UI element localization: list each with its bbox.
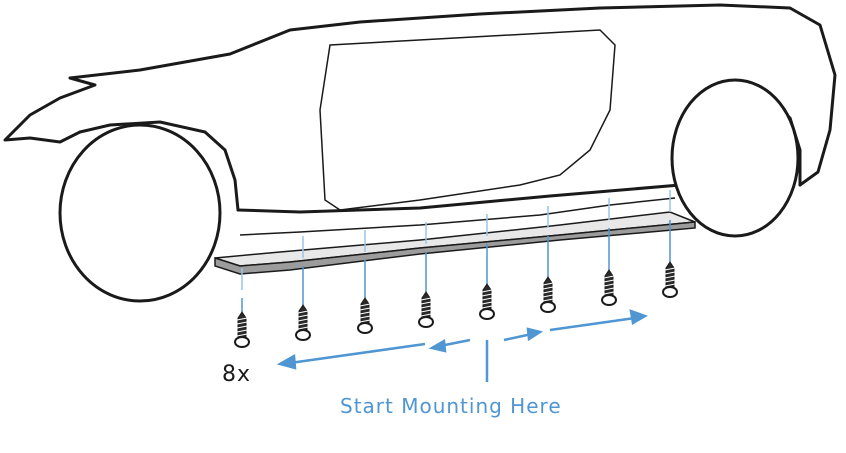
screws-group	[234, 261, 678, 348]
arrow-right-inner-head	[526, 327, 544, 342]
side-skirt-top	[214, 211, 696, 267]
arrow-right-outer	[549, 316, 636, 332]
arrow-right-inner	[503, 332, 533, 342]
screw-icon	[357, 297, 373, 334]
rear-wheel	[670, 78, 800, 238]
door-crease	[239, 197, 676, 236]
screw-icon	[601, 269, 617, 306]
front-wheel	[58, 123, 222, 303]
arrow-left-outer	[289, 342, 426, 365]
car-front-nose	[3, 76, 97, 144]
mounting-arrows	[276, 309, 648, 382]
arrow-left-outer-head	[276, 353, 297, 370]
car-rocker-line	[236, 183, 682, 214]
screw-guide-lines	[241, 190, 671, 312]
arrow-left-inner-head	[428, 338, 447, 353]
screw-icon	[540, 276, 556, 313]
screw-count-label: 8x	[222, 362, 252, 387]
screw-icon	[418, 291, 434, 328]
screw-icon	[662, 261, 678, 298]
screw-icon	[295, 304, 311, 341]
start-mounting-label: Start Mounting Here	[340, 394, 562, 418]
screw-icon	[234, 311, 250, 348]
car-front-fender	[78, 120, 240, 212]
side-skirt	[214, 211, 696, 275]
side-skirt-face	[214, 221, 696, 275]
screw-icon	[479, 283, 495, 320]
arrow-right-outer-head	[629, 309, 648, 325]
door-outline	[319, 29, 616, 211]
car-roof-line	[68, 3, 837, 187]
